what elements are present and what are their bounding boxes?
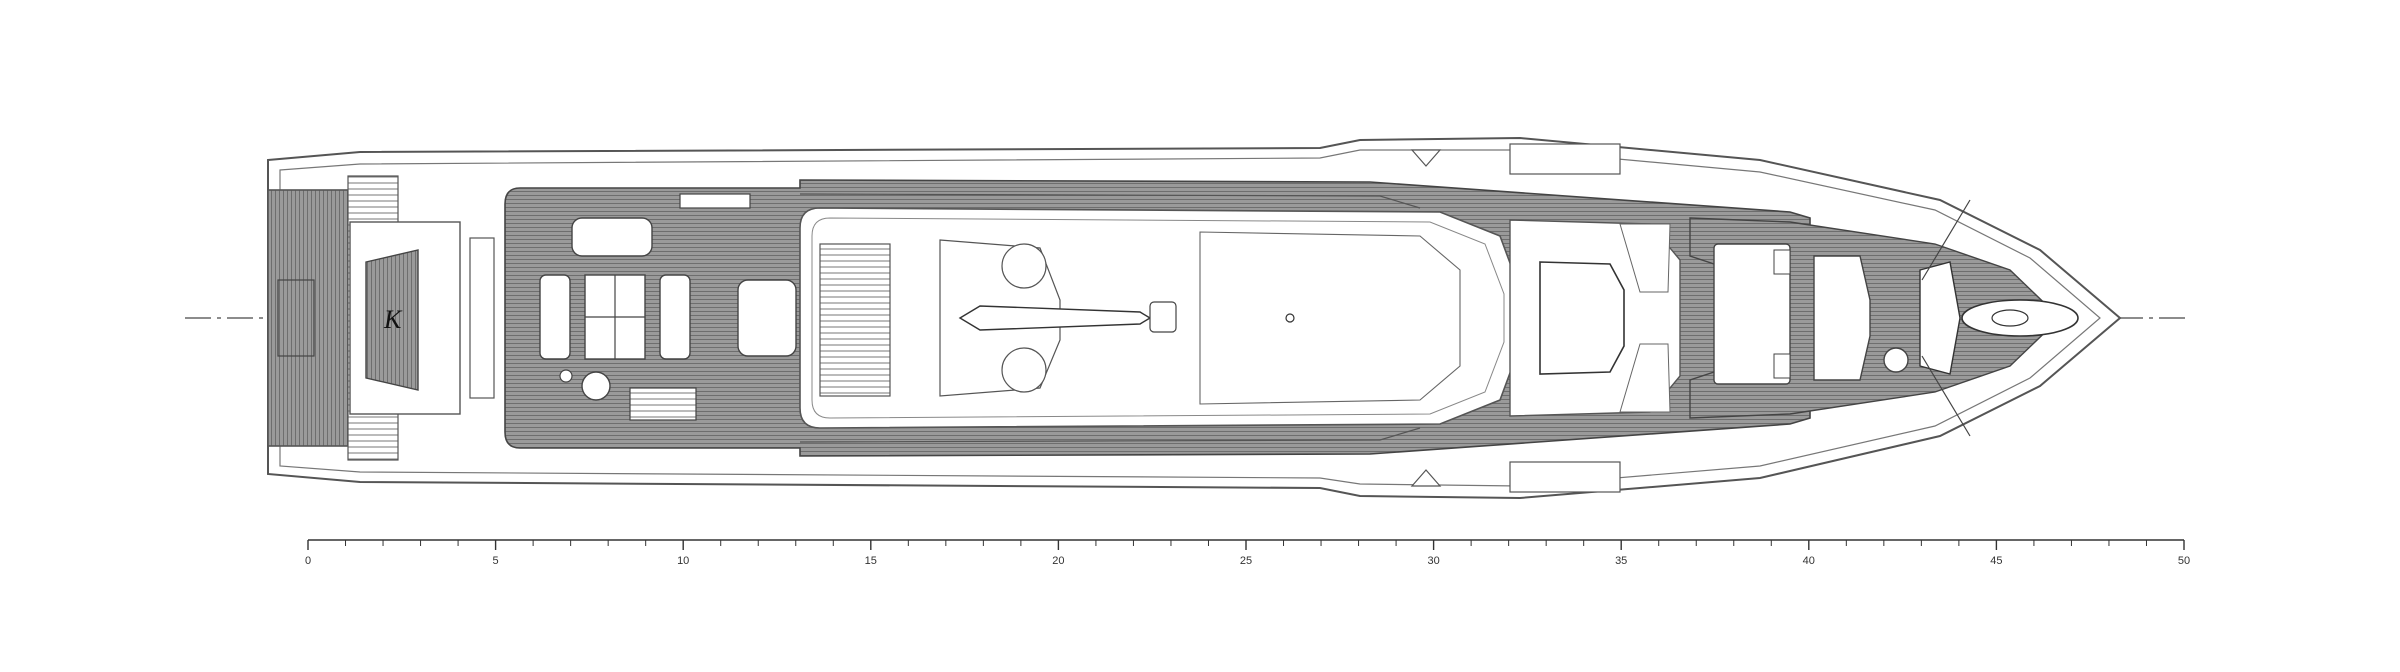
swim-platform [267, 189, 349, 447]
sunpad [819, 243, 891, 397]
vent-stbd [1410, 469, 1442, 487]
scale-tick-label: 30 [1427, 555, 1439, 567]
bow-tender-seat [1991, 309, 2029, 327]
radar-mast [1149, 301, 1177, 333]
aft-lounger-left [539, 274, 571, 360]
windlass-assembly [1919, 261, 1961, 375]
scale-tick-label: 40 [1803, 555, 1815, 567]
superstructure-inner [811, 217, 1505, 419]
hardtop [1199, 231, 1461, 405]
aft-bench-port [679, 193, 751, 209]
anchor-line-port [1921, 199, 1971, 281]
stern-stairs [469, 237, 495, 399]
vent-port [1410, 149, 1442, 167]
foredeck-seating [1813, 255, 1871, 381]
aft-lounger-right [659, 274, 691, 360]
aft-stool-small [559, 369, 573, 383]
hardtop-antenna [1285, 313, 1295, 323]
scale-tick-label: 35 [1615, 555, 1627, 567]
scale-ruler: 0 5 10 15 20 25 30 35 40 45 50 [305, 539, 2190, 567]
helm-chair-top [1001, 243, 1047, 289]
logo-plate [365, 249, 419, 391]
walkway-port-rail [799, 193, 1421, 209]
scale-tick-label: 20 [1052, 555, 1064, 567]
anchor-line-stbd [1921, 355, 1971, 437]
logo-letter: K [383, 305, 403, 334]
aft-stairway [629, 387, 697, 421]
foredeck-hatch [1539, 261, 1625, 375]
windshield-stbd [1619, 343, 1671, 413]
scale-tick-label: 15 [865, 555, 877, 567]
walkway-stbd-rail [799, 427, 1421, 443]
aft-sofa [571, 217, 653, 257]
scale-tick-label: 0 [305, 555, 311, 567]
scale-tick-label: 50 [2178, 555, 2190, 567]
swim-platform-hatch [277, 279, 315, 357]
scale-tick-label: 5 [493, 555, 499, 567]
dining-table [737, 279, 797, 357]
scale-tick-label: 25 [1240, 555, 1252, 567]
aft-stool [581, 371, 611, 401]
foredeck-sofa [1713, 243, 1791, 385]
bulwark-door-port [1509, 143, 1621, 175]
foredeck-table [1883, 347, 1909, 373]
bulwark-door-stbd [1509, 461, 1621, 493]
helm-chair-bottom [1001, 347, 1047, 393]
foredeck-cushion-bottom [1773, 353, 1791, 379]
foredeck-cushion-top [1773, 249, 1791, 275]
scale-tick-label: 10 [677, 555, 689, 567]
scale-tick-label: 45 [1990, 555, 2002, 567]
windshield-port [1619, 223, 1671, 293]
hull-inner-line [279, 149, 2101, 487]
